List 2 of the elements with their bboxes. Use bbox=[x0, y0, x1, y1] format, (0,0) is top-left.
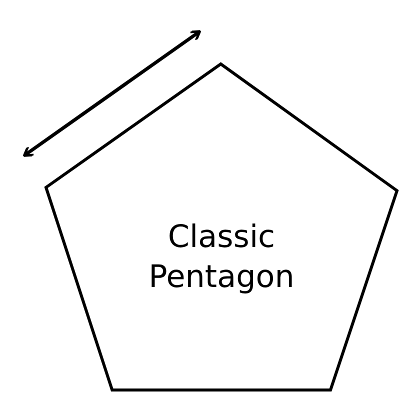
node-label: Classic Pentagon bbox=[148, 218, 296, 297]
pentagon-shape bbox=[44, 62, 399, 392]
